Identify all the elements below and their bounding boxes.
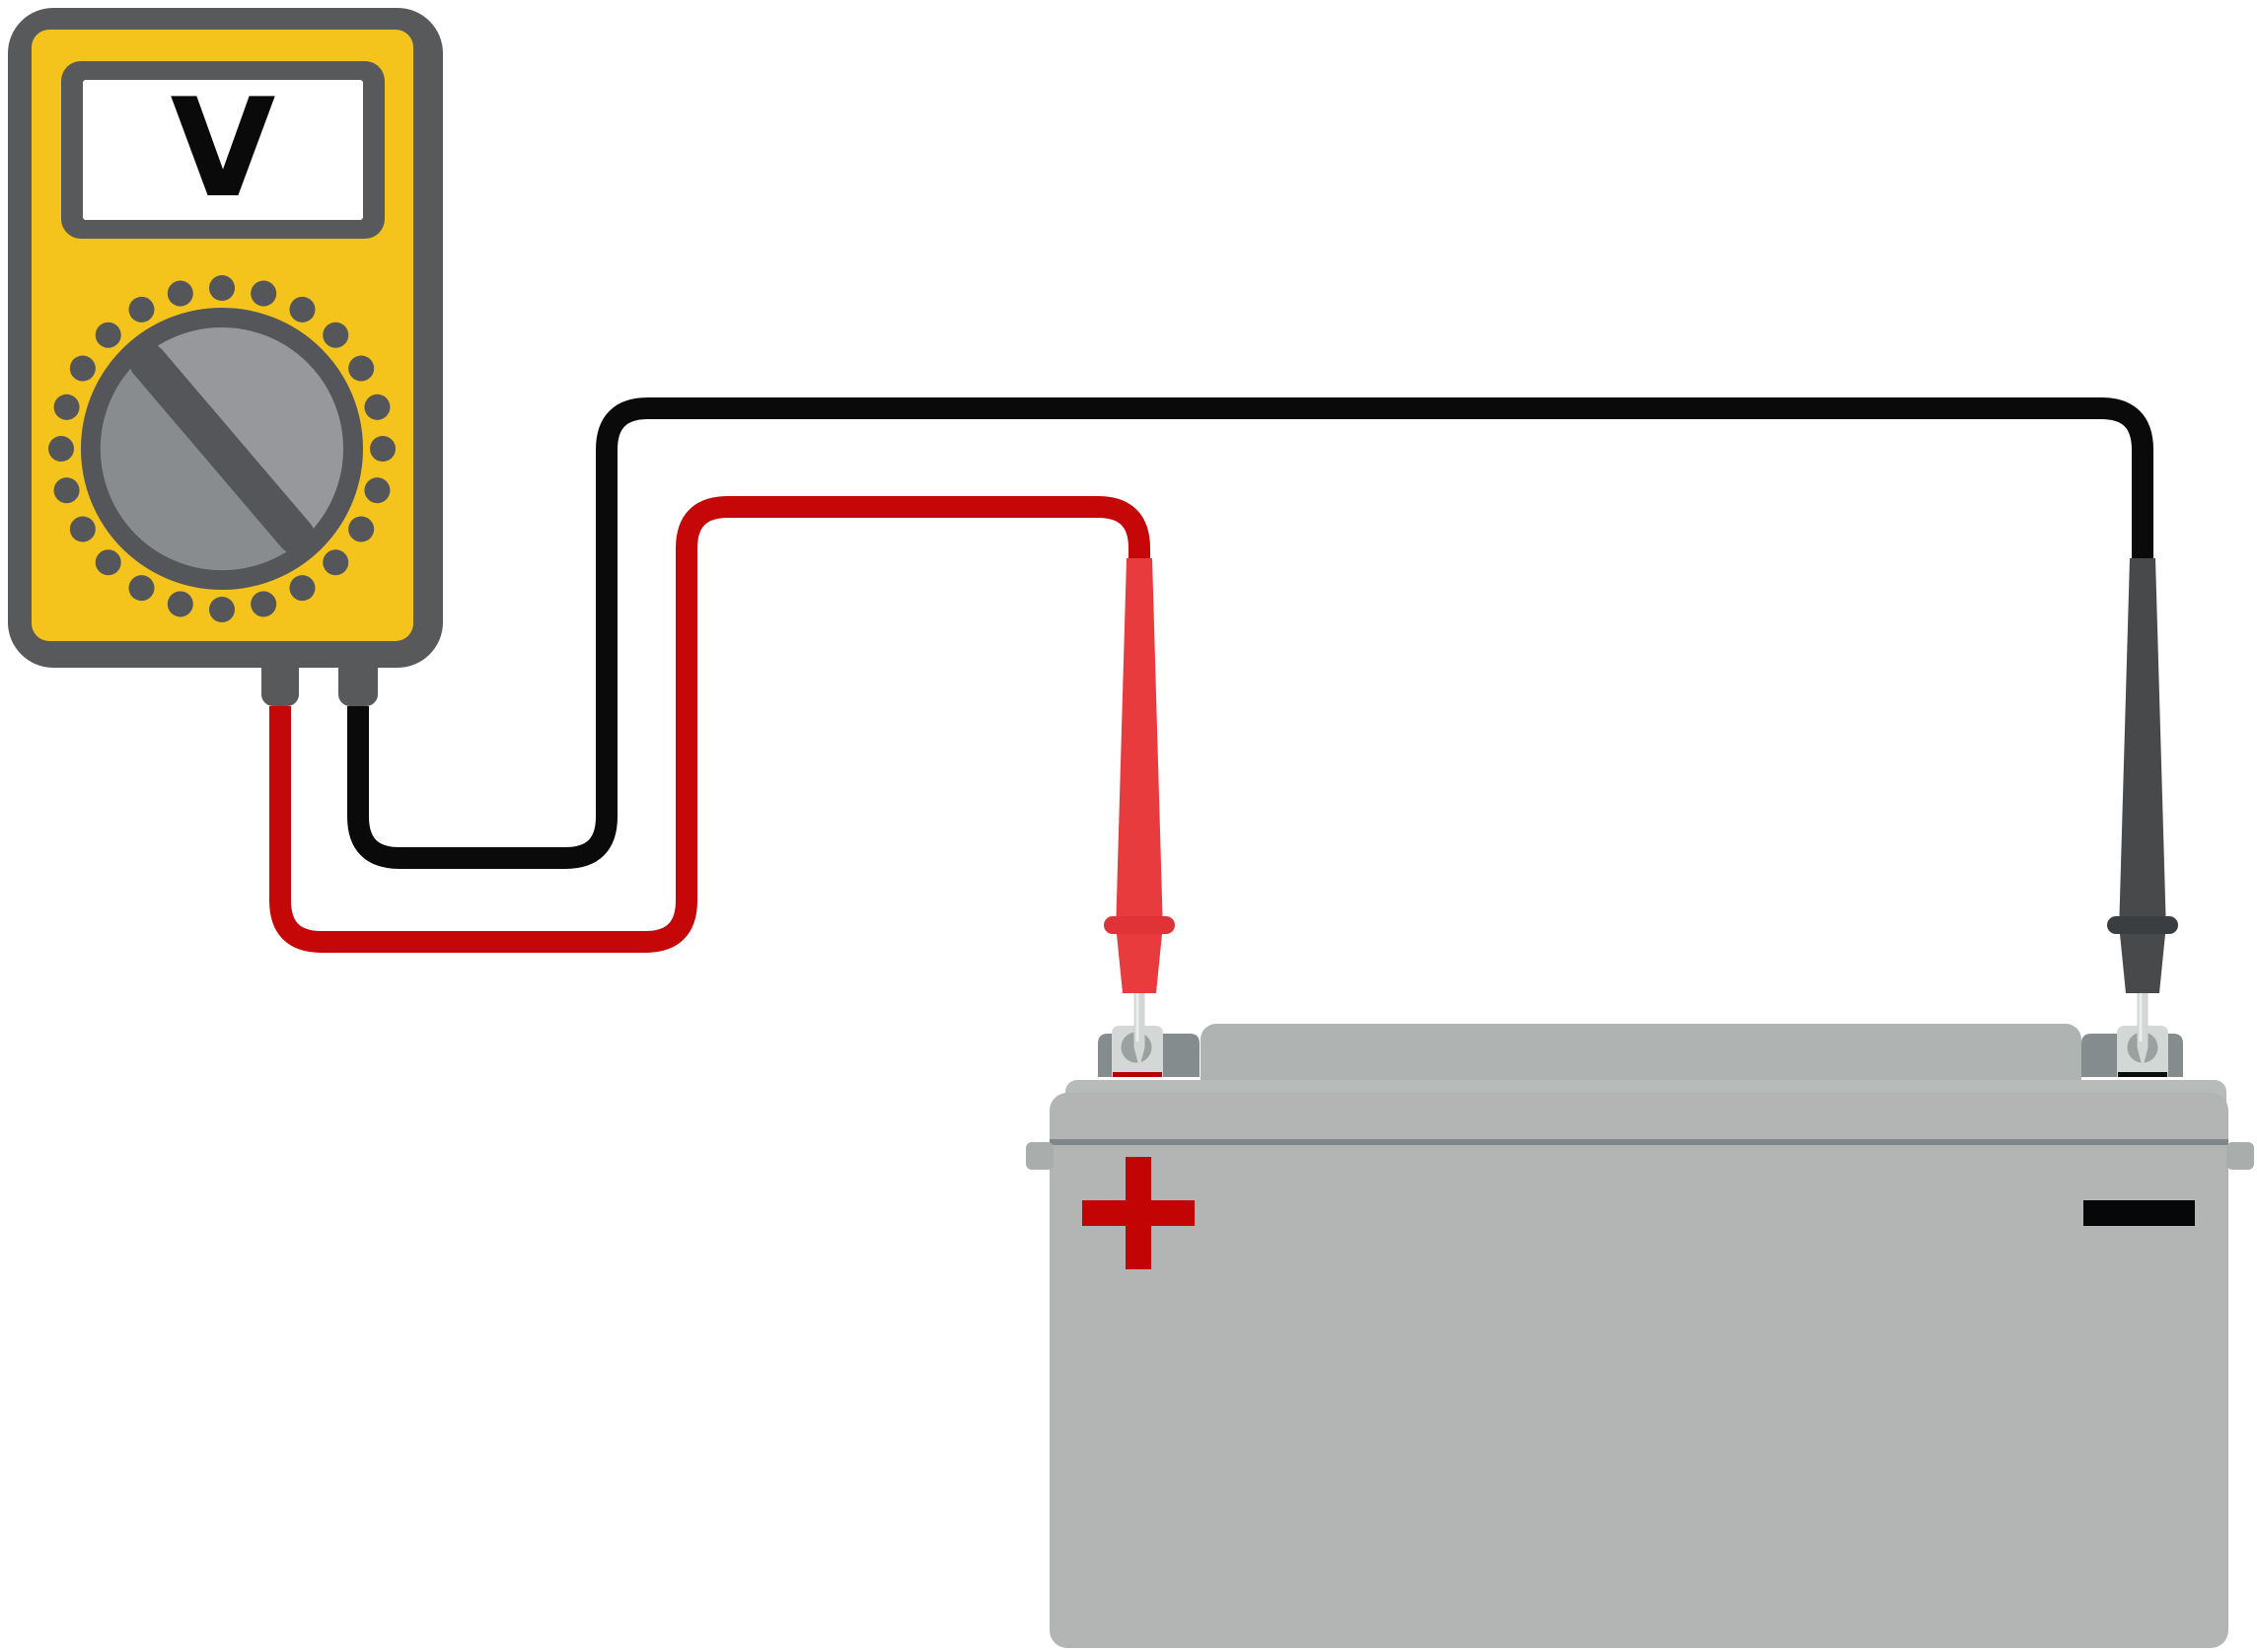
dial-dot [167,280,193,307]
dial-dot [209,275,235,301]
dial-dot [209,597,235,622]
dial-dot [48,436,74,462]
battery-seam [1050,1139,2228,1145]
dial-dot [251,591,277,617]
rotary-dial [81,308,363,590]
probe-collar [2107,916,2178,934]
battery-side-tab-right [2226,1142,2254,1170]
terminal-polarity-mark-positive [1113,1072,1162,1077]
dial-dot [289,575,316,602]
dial-dot [364,477,391,504]
dial-dot [289,296,316,323]
battery-body [1050,1093,2228,1648]
battery [1026,1024,2254,1648]
positive-probe [1104,558,1175,1068]
dial-dot [69,355,96,382]
probe-handle [1116,558,1163,916]
plus-symbol [1082,1157,1195,1269]
dial-dot [128,296,155,323]
dial-dot [128,575,155,602]
terminal-polarity-mark-negative [2118,1072,2167,1077]
battery-lid [1201,1024,2081,1095]
dial-dot [167,591,193,617]
multimeter: V [8,8,443,706]
dial-dot [53,477,80,504]
positive-test-wire [269,496,1150,953]
negative-probe [2107,558,2178,1068]
negative-test-wire [347,397,2153,869]
probe-jack-negative [338,651,378,706]
probe-jack-positive [261,651,299,706]
dial-dot [95,322,121,348]
dial-dot-ring [48,275,396,622]
dial-dot [323,322,349,348]
probe-grip [1117,934,1162,993]
probe-grip [2120,934,2165,993]
multimeter-display: V [61,61,385,239]
dial-dot [69,516,96,542]
display-voltage-label: V [171,69,276,228]
probe-handle [2119,558,2166,916]
dial-pointer-icon [129,343,315,554]
minus-symbol [2083,1200,2195,1226]
dial-dot [370,436,396,462]
dial-dot [348,355,375,382]
probe-collar [1104,916,1175,934]
dial-knob-shade [100,358,304,571]
dial-dot [251,280,277,307]
battery-side-tab-left [1026,1142,1054,1170]
dial-dot [53,394,80,420]
probe-tip-highlight [2139,986,2143,1041]
dial-dot [323,549,349,576]
display-screen [83,80,363,220]
probe-tip-highlight [1135,986,1139,1041]
dial-dot [95,549,121,576]
dial-dot [364,394,391,420]
dial-dot [348,516,375,542]
